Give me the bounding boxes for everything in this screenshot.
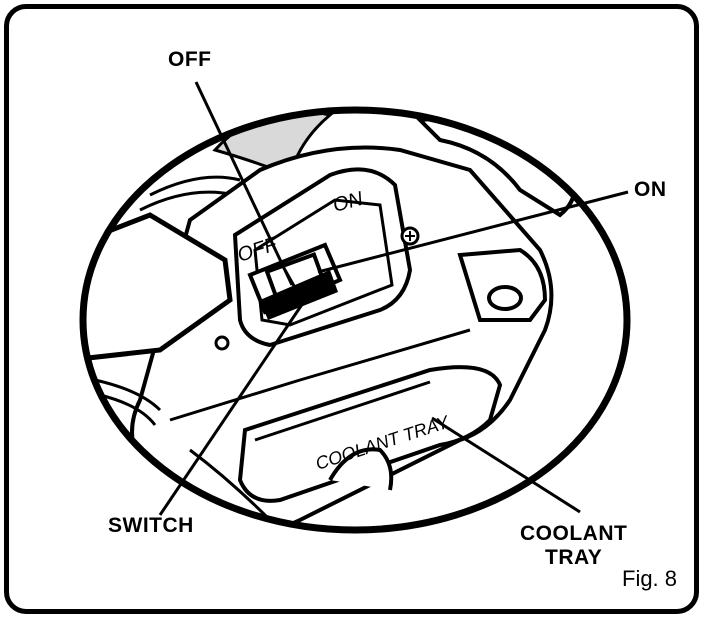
off-label: OFF [168, 48, 212, 71]
figure-caption: Fig. 8 [622, 566, 678, 591]
coolant-tray-leader-line [431, 416, 581, 514]
off-leader-line [194, 81, 294, 286]
switch-leader-line [158, 299, 307, 516]
coolant-tray-label-line2: TRAY [545, 546, 603, 569]
switch-label: SWITCH [108, 514, 194, 537]
on-leader-line [317, 190, 629, 274]
magnified-view: OFF ON COOLANT TRAY [83, 110, 627, 530]
figure-frame [4, 4, 699, 614]
on-label: ON [634, 178, 667, 201]
coolant-tray-label-line1: COOLANT [520, 522, 628, 545]
coolant-tray-label: COOLANT TRAY [520, 522, 627, 570]
magnifier-ring [79, 106, 631, 534]
